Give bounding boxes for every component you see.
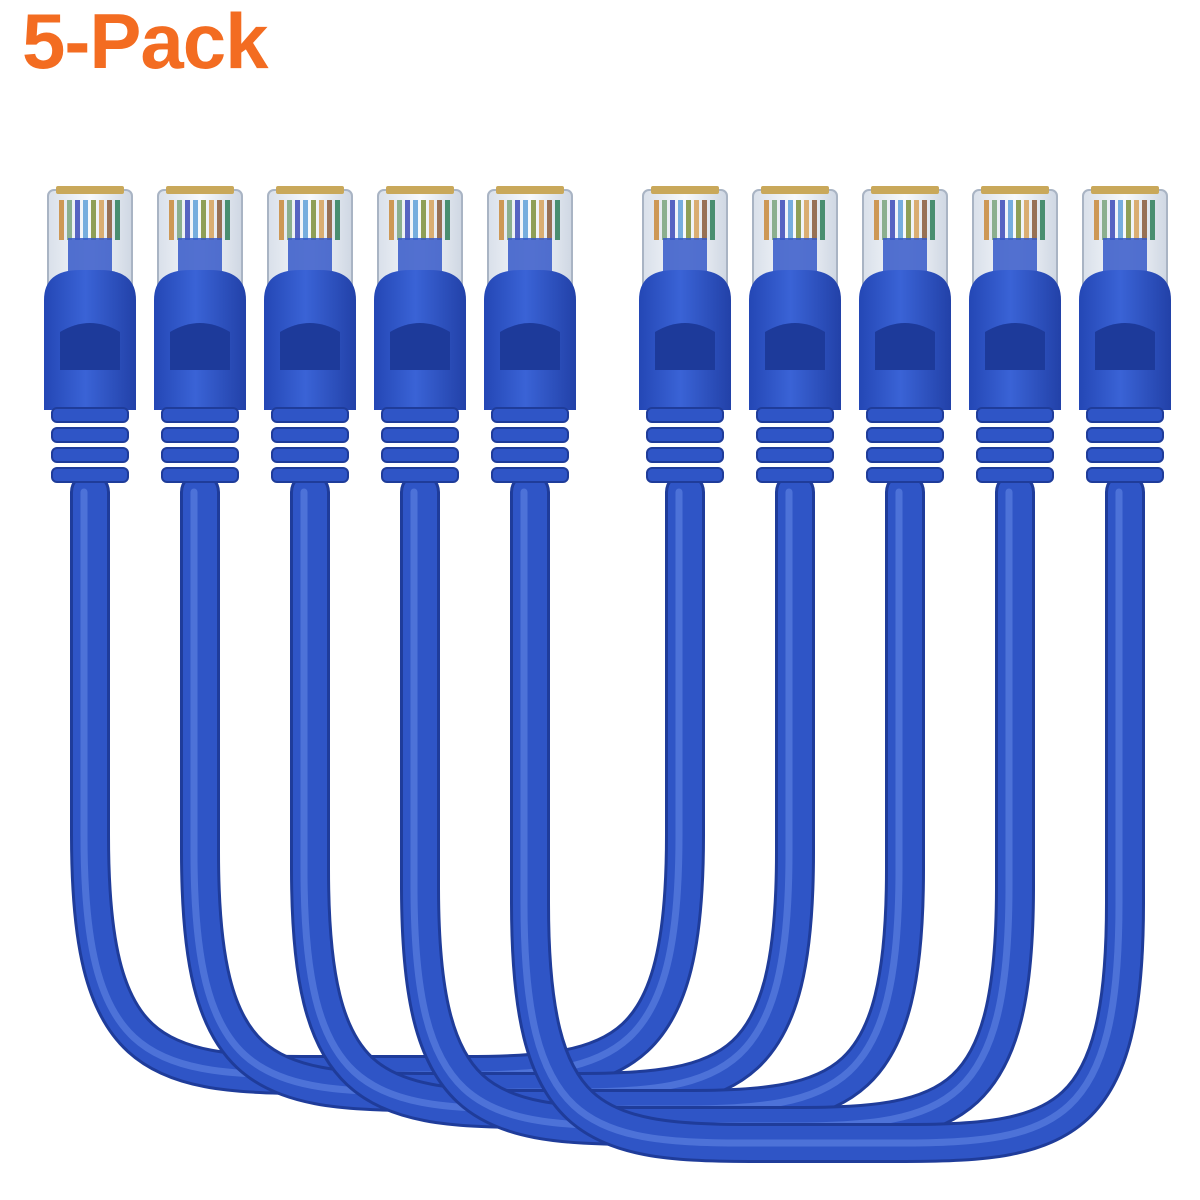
- rj45-connector: [639, 186, 731, 483]
- rj45-connector: [374, 186, 466, 483]
- rj45-connector: [969, 186, 1061, 483]
- pack-count-title: 5-Pack: [22, 0, 269, 85]
- cable-loop: [70, 472, 705, 1095]
- connectors: [44, 186, 1171, 483]
- rj45-connector: [484, 186, 576, 483]
- rj45-connector: [1079, 186, 1171, 483]
- rj45-connector: [154, 186, 246, 483]
- rj45-connector: [264, 186, 356, 483]
- rj45-connector: [749, 186, 841, 483]
- rj45-connector: [859, 186, 951, 483]
- cable-loop: [510, 472, 1145, 1163]
- rj45-connector: [44, 186, 136, 483]
- cable-loops: [70, 472, 1145, 1163]
